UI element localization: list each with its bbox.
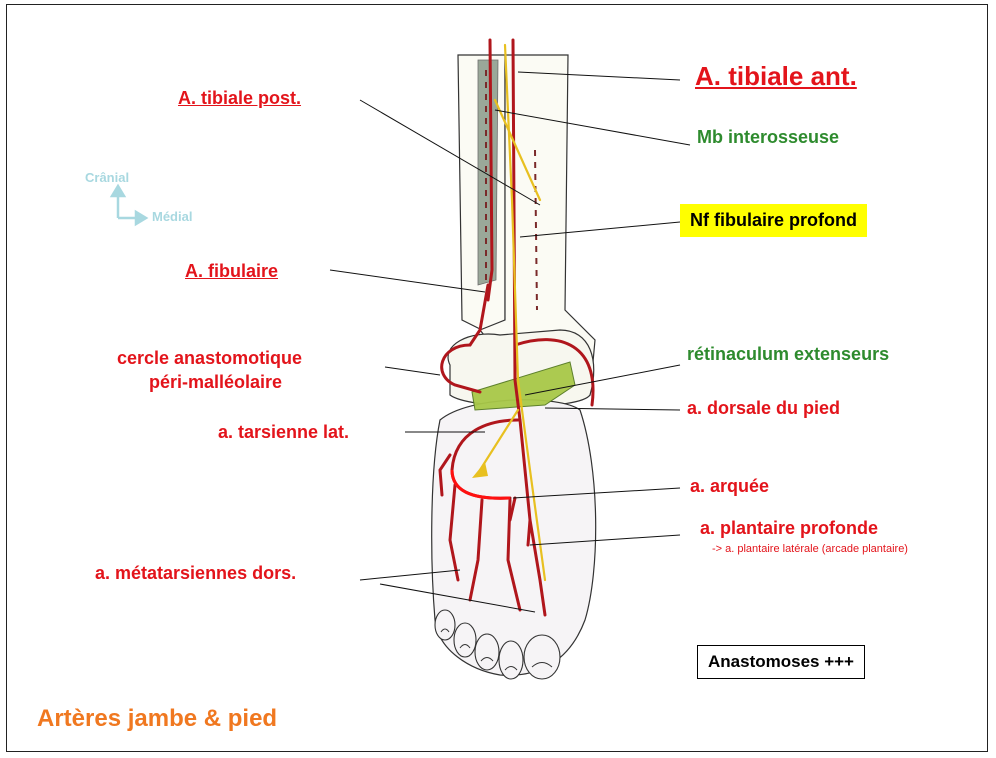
label-arquee: a. arquée <box>690 476 769 497</box>
interosseous-membrane <box>478 60 498 285</box>
label-retinaculum: rétinaculum extenseurs <box>687 344 889 365</box>
slide-title: Artères jambe & pied <box>37 705 277 733</box>
orientation-cranial: Crânial <box>85 171 129 186</box>
orientation-medial: Médial <box>152 210 192 225</box>
toe-2 <box>499 641 523 679</box>
label-plantaire-profonde: a. plantaire profonde <box>700 518 878 539</box>
toe-5 <box>435 610 455 640</box>
label-tarsienne: a. tarsienne lat. <box>218 422 349 443</box>
label-tibiale-ant: A. tibiale ant. <box>695 62 857 92</box>
orientation-arrows <box>112 186 146 224</box>
toe-4 <box>454 623 476 657</box>
label-cercle-1: cercle anastomotique <box>117 348 302 369</box>
label-cercle-2: péri-malléolaire <box>149 372 282 393</box>
label-dorsale-pied: a. dorsale du pied <box>687 398 840 419</box>
label-metatarsiennes: a. métatarsiennes dors. <box>95 563 296 584</box>
label-mb-interosseuse: Mb interosseuse <box>697 127 839 148</box>
label-plantaire-note: -> a. plantaire latérale (arcade plantai… <box>712 543 908 556</box>
label-anastomoses: Anastomoses +++ <box>697 645 865 679</box>
label-fibulaire: A. fibulaire <box>185 261 278 282</box>
label-tibiale-post: A. tibiale post. <box>178 88 301 109</box>
label-nf-fibulaire: Nf fibulaire profond <box>680 204 867 237</box>
toe-3 <box>475 634 499 670</box>
toe-1 <box>524 635 560 679</box>
